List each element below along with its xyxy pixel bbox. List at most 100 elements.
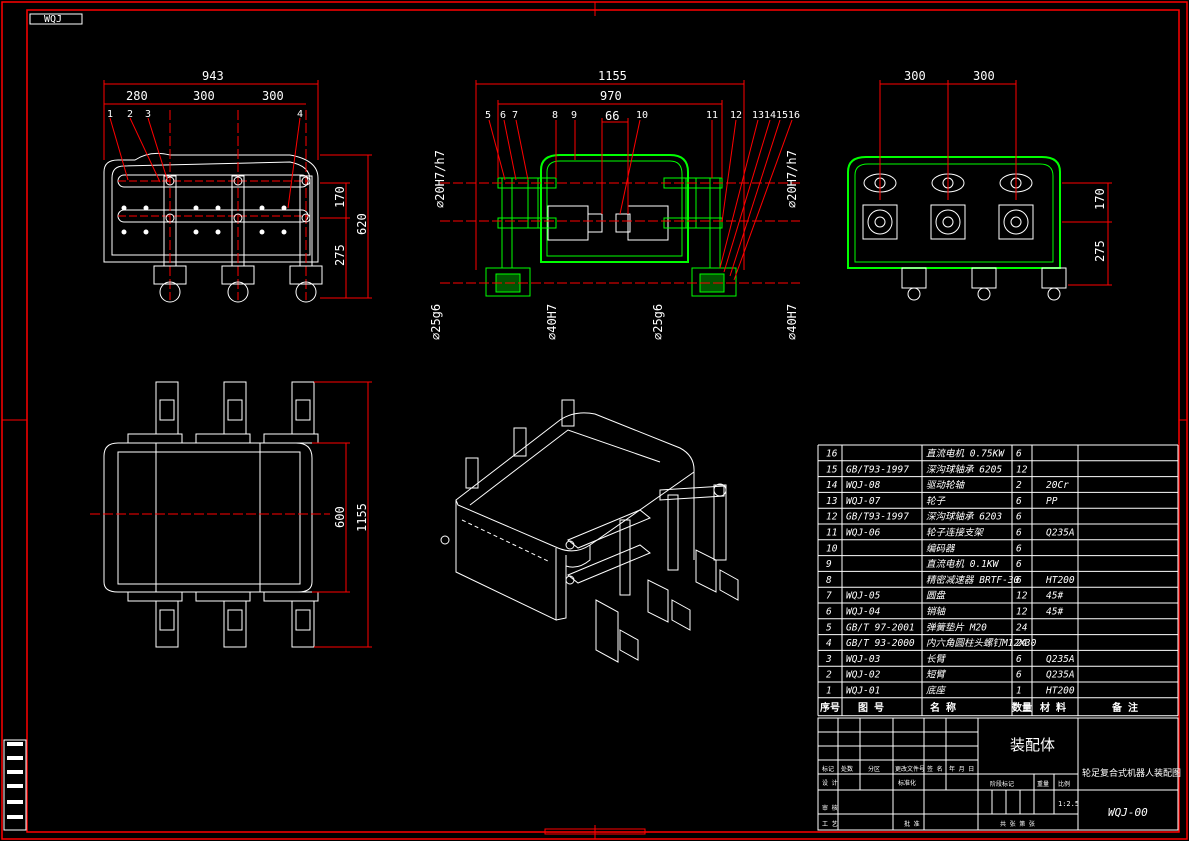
top-dim-600: 600 bbox=[333, 506, 347, 528]
section-label-16: 16 bbox=[788, 110, 800, 121]
front-label-2: 2 bbox=[127, 109, 133, 120]
bom-row-material: 20Cr bbox=[1046, 480, 1069, 491]
side-view bbox=[847, 156, 1067, 301]
bom-row-no: 6 bbox=[826, 607, 832, 618]
top-view bbox=[90, 381, 330, 648]
bom-row-material: 45# bbox=[1046, 591, 1063, 602]
section-dim-970: 970 bbox=[600, 89, 622, 103]
bom-row-qty: 6 bbox=[1016, 670, 1022, 681]
top-dim-1155: 1155 bbox=[355, 503, 369, 532]
bom-row-qty: 6 bbox=[1016, 496, 1022, 507]
bom-row-name: 轮子 bbox=[926, 496, 947, 507]
bom-row-qty: 6 bbox=[1016, 559, 1022, 570]
bom-header-qty: 数量 bbox=[1012, 701, 1032, 714]
bom-row-no: 12 bbox=[826, 512, 838, 523]
title-project: 轮足复合式机器人装配图 bbox=[1082, 767, 1181, 779]
fit-label-1: ⌀20H7/h7 bbox=[433, 150, 447, 208]
bom-header-no: 序号 bbox=[820, 701, 840, 714]
title-block bbox=[817, 717, 1179, 831]
section-label-11: 11 bbox=[706, 110, 718, 121]
front-label-1: 1 bbox=[107, 109, 113, 120]
section-label-8: 8 bbox=[552, 110, 558, 121]
section-label-6: 6 bbox=[500, 110, 506, 121]
bom-row-code: WQJ-02 bbox=[846, 670, 881, 681]
section-view bbox=[440, 154, 800, 297]
side-dim-300a: 300 bbox=[904, 69, 926, 83]
section-label-9: 9 bbox=[571, 110, 577, 121]
bom-row-name: 销轴 bbox=[926, 607, 947, 618]
tb-cell-ratio: 比例 bbox=[1058, 780, 1070, 788]
bom-row-qty: 6 bbox=[1016, 654, 1022, 665]
bom-row-qty: 6 bbox=[1016, 528, 1022, 539]
tb-cell-mark: 标记 bbox=[822, 765, 834, 773]
section-label-7: 7 bbox=[512, 110, 518, 121]
section-label-14: 14 bbox=[764, 110, 776, 121]
bom-row-name: 驱动轮轴 bbox=[926, 480, 966, 491]
front-view bbox=[103, 110, 323, 303]
bom-row-name: 圆盘 bbox=[926, 590, 947, 602]
bom-row-no: 3 bbox=[825, 654, 832, 665]
bom-row-code: WQJ-04 bbox=[846, 607, 881, 618]
bom-row-qty: 12 bbox=[1016, 591, 1028, 602]
title-drawing-code: WQJ-00 bbox=[1108, 806, 1148, 819]
front-label-3: 3 bbox=[145, 109, 151, 120]
bom-row-code: WQJ-08 bbox=[846, 480, 881, 491]
title-scale: 1:2.5 bbox=[1058, 800, 1079, 808]
section-dim-1155: 1155 bbox=[598, 69, 627, 83]
section-dim-66: 66 bbox=[605, 109, 619, 123]
bom-row-qty: 6 bbox=[1016, 575, 1022, 586]
title-drawing-name: 装配体 bbox=[1010, 736, 1055, 754]
front-dim-275: 275 bbox=[333, 244, 347, 266]
front-dim-280: 280 bbox=[126, 89, 148, 103]
bom-header-note: 备 注 bbox=[1111, 701, 1138, 714]
sheet-tag: WQJ bbox=[44, 14, 62, 25]
bom-row-name: 底座 bbox=[926, 685, 947, 697]
bom-row-no: 1 bbox=[826, 686, 832, 697]
bom-row-name: 编码器 bbox=[926, 542, 956, 554]
section-view-dimensions bbox=[475, 80, 793, 281]
left-stamp-column bbox=[3, 739, 27, 831]
bom-row-name: 深沟球轴承 6203 bbox=[926, 512, 1002, 523]
tb-cell-date: 年 月 日 bbox=[949, 765, 974, 773]
bom-header-code: 图 号 bbox=[858, 702, 884, 714]
front-label-4: 4 bbox=[297, 109, 303, 120]
bom-row-no: 2 bbox=[826, 670, 832, 681]
front-dim-620: 620 bbox=[355, 213, 369, 235]
bom-row-no: 5 bbox=[826, 622, 832, 633]
section-label-5: 5 bbox=[485, 110, 491, 121]
tb-cell-change: 更改文件号 bbox=[895, 765, 925, 773]
tb-cell-design: 设 计 bbox=[822, 779, 838, 787]
bom-row-qty: 12 bbox=[1016, 607, 1028, 618]
tb-cell-review: 审 核 bbox=[822, 804, 838, 812]
bom-row-no: 7 bbox=[826, 591, 832, 602]
tb-cell-zone: 分区 bbox=[868, 765, 880, 773]
bom-row-qty: 6 bbox=[1016, 449, 1022, 460]
bom-row-name: 深沟球轴承 6205 bbox=[926, 464, 1002, 475]
bom-header-name: 名 称 bbox=[930, 701, 956, 714]
side-dim-170: 170 bbox=[1093, 188, 1107, 210]
front-dim-300a: 300 bbox=[193, 89, 215, 103]
bom-row-no: 10 bbox=[826, 543, 838, 554]
bom-row-material: Q235A bbox=[1046, 670, 1075, 681]
bom-row-code: GB/T 93-2000 bbox=[846, 638, 915, 649]
tb-cell-std: 标准化 bbox=[898, 779, 916, 787]
fit-label-3: ⌀25g6 bbox=[429, 304, 443, 340]
bom-row-material: 45# bbox=[1046, 607, 1063, 618]
bom-row-name: 直流电机 0.75KW bbox=[926, 449, 1005, 460]
bom-row-no: 15 bbox=[826, 464, 838, 475]
bom-row-qty: 2 bbox=[1016, 480, 1022, 491]
bom-row-no: 16 bbox=[826, 449, 838, 460]
bom-row-material: HT200 bbox=[1045, 686, 1075, 697]
top-view-dimensions bbox=[312, 381, 372, 648]
bom-row-no: 8 bbox=[826, 575, 832, 586]
bom-row-name: 内六角圆柱头螺钉M12X30 bbox=[926, 637, 1037, 649]
bom-row-code: GB/T 97-2001 bbox=[846, 622, 915, 633]
bom-row-qty: 24 bbox=[1016, 622, 1028, 633]
sheet-tag-box bbox=[29, 13, 83, 25]
bom-row-qty: 1 bbox=[1016, 686, 1022, 697]
front-view-dimensions bbox=[103, 80, 372, 299]
section-label-15: 15 bbox=[776, 110, 788, 121]
